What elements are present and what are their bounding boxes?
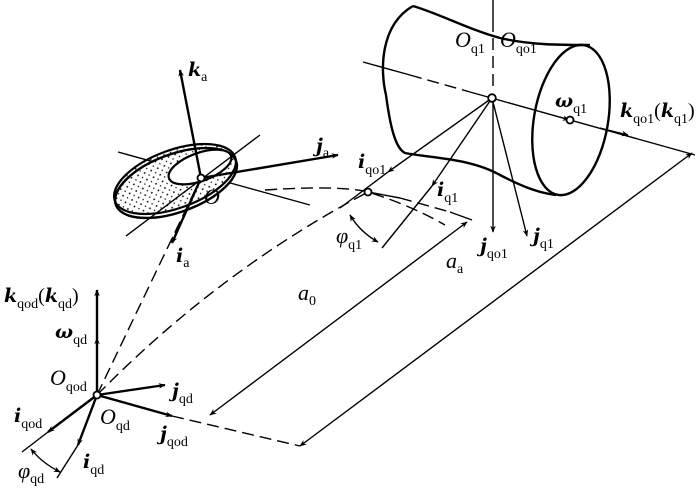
tool-coordinate-system (21, 289, 173, 479)
label-O-q1: Oq1 (455, 27, 485, 57)
label-O-qo1: Oqo1 (500, 27, 537, 57)
origin-O-q1-point (487, 93, 497, 103)
contact-point (363, 187, 373, 197)
i-qo1-vector (387, 97, 493, 173)
label-i-qod: iqod (14, 405, 42, 432)
worm-axis (469, 91, 696, 156)
label-k-qo1-k-q1: kqo1(kq1) (620, 100, 695, 127)
omega-q1-point (565, 115, 575, 125)
k-a-vector (178, 69, 203, 179)
j-qod-vector (96, 393, 173, 418)
label-j-qo1: jqo1 (476, 235, 508, 262)
label-a0: a0 (298, 280, 316, 309)
labels: ka ja ia O Oq1 Oqo1 ωq1 kqo1(kq1) iqo1 i… (4, 27, 695, 487)
label-omega-q1: ωq1 (555, 90, 587, 117)
i-q1-line (381, 185, 433, 249)
label-phi-q1: φq1 (336, 223, 362, 253)
dashed-trajectory (264, 187, 446, 226)
wheel-diameter-line (125, 134, 261, 237)
label-j-qd: jqd (168, 380, 193, 407)
label-O-qd: Oqd (100, 404, 130, 434)
i-q1-vector (431, 97, 493, 187)
worm-axis-left (362, 61, 411, 76)
label-i-qo1: iqo1 (358, 151, 386, 178)
label-aa: aa (446, 248, 464, 277)
origin-O-point (196, 173, 206, 183)
label-phi-qd: φqd (18, 458, 44, 487)
worm-axis-dashed (409, 74, 471, 93)
label-omega-qd: ωqd (55, 321, 87, 348)
label-O-qod: Oqod (50, 365, 87, 395)
a0-dimension-line (209, 221, 468, 416)
label-i-a: ia (176, 245, 190, 271)
dashed-path-to-worm (96, 191, 369, 396)
label-j-a: ja (312, 135, 330, 161)
phi-qd-angle-arc (30, 448, 61, 473)
reference-line-end (449, 211, 473, 221)
label-j-q1: jq1 (529, 225, 554, 252)
i-qod-vector (47, 394, 98, 433)
origin-O-qd-point (92, 390, 102, 400)
dashed-j-qod-extension (171, 415, 301, 447)
label-k-qod-k-qd: kqod(kqd) (4, 285, 79, 312)
label-i-qd: iqd (83, 451, 104, 478)
worm-top-outline (412, 4, 591, 47)
i-qd-vector (76, 394, 99, 446)
label-O: O (204, 184, 220, 209)
i-qod-line (21, 431, 49, 453)
j-q1-vector (491, 97, 529, 237)
dashed-link-wheel (96, 179, 201, 396)
i-qd-line (56, 444, 79, 479)
i-a-vector (170, 177, 203, 244)
label-k-a: ka (188, 59, 208, 85)
label-j-qod: jqod (156, 423, 188, 450)
k-qo1-arrow (599, 127, 629, 137)
label-i-q1: iq1 (437, 179, 458, 206)
j-qd-vector (96, 383, 166, 397)
aa-dimension-line (299, 152, 693, 447)
grinding-wheel (112, 69, 339, 244)
